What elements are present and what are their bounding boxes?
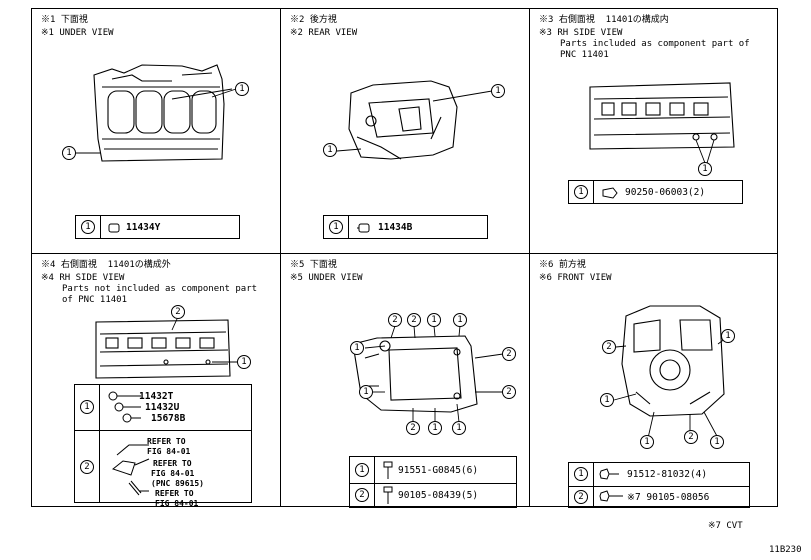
- callout-1: 1: [237, 355, 251, 369]
- panel-rear-view-2: ※2 後方視 ※2 REAR VIEW 1 1 1 11434B: [281, 9, 529, 253]
- callout-1: 1: [491, 84, 505, 98]
- callout-2: 2: [388, 313, 402, 327]
- part-reference: FIG 84-01: [151, 469, 195, 478]
- panel-title-jp: ※3 右側面視 11401の構成内: [539, 15, 669, 25]
- panel-title-jp: ※4 右側面視 11401の構成外: [41, 260, 171, 270]
- panel-note: Parts not included as component part of …: [62, 284, 258, 305]
- panel-title-en: ※3 RH SIDE VIEW: [539, 28, 623, 38]
- part-number: 11434B: [378, 222, 413, 233]
- part-reference: FIG 84-01: [147, 447, 191, 456]
- legend-key-2: 2: [80, 460, 94, 474]
- part-number: 15678B: [151, 413, 186, 424]
- plug-icon: [357, 223, 370, 233]
- engine-block-rh-side-drawing: [589, 82, 735, 164]
- legend-key-2: 2: [574, 490, 588, 504]
- part-reference: REFER TO: [153, 459, 192, 468]
- panel-title-en: ※4 RH SIDE VIEW: [41, 273, 125, 283]
- part-number: 90250-06003(2): [625, 187, 706, 198]
- callout-2: 2: [684, 430, 698, 444]
- callout-2: 2: [502, 347, 516, 361]
- panel-title-en: ※6 FRONT VIEW: [539, 273, 612, 283]
- callout-2: 2: [502, 385, 516, 399]
- bolt-icon: [383, 461, 393, 479]
- panel-divider: [32, 253, 777, 254]
- panel-note: Parts included as component part of PNC …: [560, 39, 750, 60]
- part-number: 90105-08439(5): [398, 490, 479, 501]
- plug-icon: [108, 391, 141, 423]
- callout-1: 1: [600, 393, 614, 407]
- callout-1: 1: [428, 421, 442, 435]
- panel-title-en: ※2 REAR VIEW: [290, 28, 358, 38]
- legend-key-1: 1: [81, 220, 95, 234]
- parts-legend: 1 11434Y: [75, 215, 240, 239]
- legend-key-1: 1: [329, 220, 343, 234]
- legend-key-1: 1: [574, 467, 588, 481]
- legend-key-2: 2: [355, 488, 369, 502]
- part-number: 91512-81032(4): [627, 469, 708, 480]
- engine-block-rear-view-drawing: [336, 80, 493, 160]
- parts-legend: 1 11434B: [323, 215, 488, 239]
- engine-block-rh-side-drawing: [95, 318, 238, 379]
- callout-1: 1: [721, 329, 735, 343]
- figure-code: 11B230: [769, 545, 802, 555]
- panel-under-view-5: ※5 下面視 ※5 UNDER VIEW: [281, 254, 529, 508]
- engine-block-under-view-drawing: [74, 64, 237, 162]
- bolt-icon: [599, 490, 623, 502]
- bolt-icon: [383, 486, 393, 504]
- callout-1: 1: [453, 313, 467, 327]
- panel-divider: [280, 9, 281, 506]
- callout-1: 1: [62, 146, 76, 160]
- plug-icon: [108, 223, 120, 233]
- legend-key-1: 1: [80, 400, 94, 414]
- callout-2: 2: [406, 421, 420, 435]
- panel-title-jp: ※2 後方視: [290, 15, 337, 25]
- panel-title-en: ※5 UNDER VIEW: [290, 273, 363, 283]
- parts-legend: 1 2 91512-81032(4) ※7 90105-08056: [568, 462, 750, 508]
- part-reference: REFER TO: [155, 489, 194, 498]
- part-reference: (PNC 89615): [151, 479, 204, 488]
- callout-1: 1: [640, 435, 654, 449]
- part-number: 11432T: [139, 391, 174, 402]
- diagram-sheet: ※1 下面視 ※1 UNDER VIEW 1 1 1 11: [31, 8, 778, 508]
- callout-1: 1: [427, 313, 441, 327]
- part-number: 11432U: [145, 402, 180, 413]
- panel-title-en: ※1 UNDER VIEW: [41, 28, 114, 38]
- footnote: ※7 CVT: [708, 521, 743, 531]
- panel-divider: [529, 9, 530, 506]
- parts-legend: 1 2 91551-G0845(6) 90105-08439(5): [349, 456, 517, 508]
- part-number: ※7 90105-08056: [627, 492, 710, 503]
- callout-2: 2: [602, 340, 616, 354]
- engine-block-front-view-drawing: [613, 305, 727, 439]
- callout-1: 1: [698, 162, 712, 176]
- bolt-icon: [599, 468, 619, 480]
- part-number: 11434Y: [126, 222, 161, 233]
- parts-legend: 1 2 11432T 11432U 15678B: [74, 384, 252, 508]
- panel-rh-side-view-4: ※4 右側面視 11401の構成外 ※4 RH SIDE VIEW Parts …: [32, 254, 280, 508]
- callout-1: 1: [710, 435, 724, 449]
- panel-title-jp: ※6 前方視: [539, 260, 586, 270]
- callout-1: 1: [235, 82, 249, 96]
- callout-2: 2: [171, 305, 185, 319]
- part-reference: REFER TO: [147, 437, 186, 446]
- oil-pan-under-view-drawing: [352, 325, 504, 423]
- hose-bracket-icon: [111, 444, 150, 496]
- callout-1: 1: [323, 143, 337, 157]
- panel-front-view-6: ※6 前方視 ※6 FRONT VIEW 2 1 1 2 1: [530, 254, 778, 508]
- callout-2: 2: [407, 313, 421, 327]
- legend-key-1: 1: [574, 185, 588, 199]
- callout-1: 1: [452, 421, 466, 435]
- plug-icon: [602, 187, 618, 199]
- panel-title-jp: ※5 下面視: [290, 260, 337, 270]
- part-reference: FIG 84-01: [155, 499, 199, 508]
- parts-legend: 1 90250-06003(2): [568, 180, 743, 204]
- panel-title-jp: ※1 下面視: [41, 15, 88, 25]
- callout-1: 1: [350, 341, 364, 355]
- panel-rh-side-view-3: ※3 右側面視 11401の構成内 ※3 RH SIDE VIEW Parts …: [530, 9, 778, 253]
- legend-key-1: 1: [355, 463, 369, 477]
- panel-under-view-1: ※1 下面視 ※1 UNDER VIEW 1 1 1 11: [32, 9, 280, 253]
- part-number: 91551-G0845(6): [398, 465, 479, 476]
- callout-1: 1: [359, 385, 373, 399]
